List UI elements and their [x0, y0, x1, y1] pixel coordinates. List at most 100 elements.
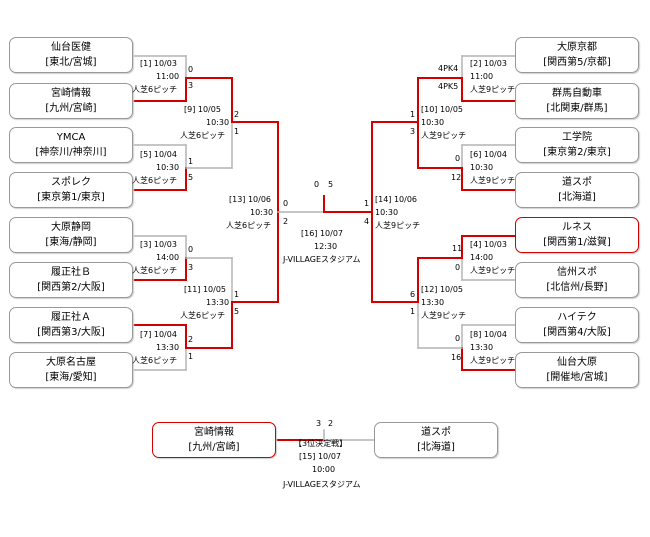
team-box[interactable]: 大原京都[関西第5/京都] [515, 37, 639, 73]
team-name: ルネス [562, 222, 592, 233]
score: 1 [410, 110, 416, 119]
score: 0 [455, 154, 461, 163]
match-venue: 人芝9ピッチ [470, 266, 516, 275]
match-time: 11:00 [470, 72, 494, 81]
match-label: [8] 10/04 [470, 330, 507, 339]
match-time: 10:30 [206, 118, 230, 127]
team-box[interactable]: 履正社Ａ[関西第3/大阪] [9, 307, 133, 343]
team-region: [九州/宮崎] [45, 103, 97, 114]
team-region: [東京第1/東京] [37, 192, 105, 203]
team-box[interactable]: 群馬自動車[北関東/群馬] [515, 83, 639, 119]
team-name: 道スポ [421, 427, 451, 438]
score: 3 [316, 419, 322, 428]
team-name: 仙台大原 [557, 357, 597, 368]
match-venue: 人芝9ピッチ [470, 85, 516, 94]
match-venue: 人芝6ピッチ [180, 311, 226, 320]
team-region: [関西第4/大阪] [543, 327, 611, 338]
score: 12 [451, 173, 462, 182]
score: 5 [188, 173, 194, 182]
match-venue: 人芝9ピッチ [375, 221, 421, 230]
team-box[interactable]: 大原名古屋 [東海/愛知] [9, 352, 133, 388]
match-venue: 人芝6ピッチ [132, 176, 178, 185]
team-box-third-place-winner[interactable]: 宮崎情報[九州/宮崎] [152, 422, 276, 458]
team-name: YMCA [56, 132, 86, 143]
team-box[interactable]: 仙台大原 [開催地/宮城] [515, 352, 639, 388]
team-region: [東海/愛知] [45, 372, 97, 383]
team-box[interactable]: 履正社Ｂ [関西第2/大阪] [9, 262, 133, 298]
team-name: スポレク [51, 177, 91, 188]
match-label: [2] 10/03 [470, 59, 507, 68]
team-region: [開催地/宮城] [546, 372, 608, 383]
match-time: 13:30 [421, 298, 445, 307]
team-box-champion[interactable]: ルネス [関西第1/滋賀] [515, 217, 639, 253]
match-venue: J-VILLAGEスタジアム [283, 480, 361, 489]
match-venue: 人芝9ピッチ [421, 311, 467, 320]
team-box[interactable]: 大原静岡[東海/静岡] [9, 217, 133, 253]
team-box[interactable]: 信州スポ[北信州/長野] [515, 262, 639, 298]
score: 1 [188, 352, 194, 361]
team-box[interactable]: 道スポ[北海道] [515, 172, 639, 208]
score: 1 [364, 199, 370, 208]
team-box[interactable]: ハイテク [関西第4/大阪] [515, 307, 639, 343]
match-time: 13:30 [206, 298, 230, 307]
team-box[interactable]: 宮崎情報 [九州/宮崎] [9, 83, 133, 119]
score: 0 [188, 65, 194, 74]
match-time: 13:30 [156, 343, 180, 352]
match-time: 14:00 [156, 253, 180, 262]
team-box[interactable]: 工学院[東京第2/東京] [515, 127, 639, 163]
match-venue: 人芝6ピッチ [132, 266, 178, 275]
match-venue: 人芝6ピッチ [132, 356, 178, 365]
team-region: [北海道] [417, 442, 455, 453]
score: 2 [283, 217, 289, 226]
match-label: [13] 10/06 [229, 195, 272, 204]
score: 5 [328, 180, 334, 189]
team-region: [関西第3/大阪] [37, 327, 105, 338]
match-label: [10] 10/05 [421, 105, 464, 114]
score: 0 [314, 180, 320, 189]
score: 6 [410, 290, 416, 299]
pk-score: 4PK5 [438, 82, 459, 91]
team-box[interactable]: YMCA[神奈川/神奈川] [9, 127, 133, 163]
match-time: 10:30 [250, 208, 274, 217]
score: 1 [234, 127, 240, 136]
score: 0 [283, 199, 289, 208]
match-label: [5] 10/04 [140, 150, 177, 159]
team-box[interactable]: 道スポ [北海道] [374, 422, 498, 458]
match-time: 11:00 [156, 72, 180, 81]
score: 4 [364, 217, 370, 226]
team-name: ハイテク [557, 312, 597, 323]
match-label: [4] 10/03 [470, 240, 507, 249]
score: 0 [455, 263, 461, 272]
match-label: [14] 10/06 [375, 195, 418, 204]
match-label: [12] 10/05 [421, 285, 464, 294]
match-label: [3] 10/03 [140, 240, 177, 249]
team-name: 仙台医健 [51, 42, 91, 53]
team-region: [東北/宮城] [45, 57, 97, 68]
match-time: 12:30 [314, 242, 338, 251]
team-region: [東京第2/東京] [543, 147, 611, 158]
team-region: [北関東/群馬] [546, 103, 608, 114]
match-venue: 人芝6ピッチ [226, 221, 272, 230]
match-time: 10:30 [421, 118, 445, 127]
team-name: 宮崎情報 [51, 88, 91, 99]
team-name: 履正社Ｂ [51, 267, 91, 278]
match-time: 10:30 [470, 163, 494, 172]
score: 16 [451, 353, 462, 362]
match-venue: 人芝6ピッチ [132, 85, 178, 94]
match-heading: 【3位決定戦】 [294, 439, 348, 448]
team-name: 信州スポ [557, 267, 597, 278]
score: 0 [455, 334, 461, 343]
score: 3 [188, 263, 194, 272]
team-box[interactable]: 仙台医健 [東北/宮城] [9, 37, 133, 73]
team-region: [関西第2/大阪] [37, 282, 105, 293]
score: 2 [234, 110, 240, 119]
team-name: 大原名古屋 [46, 357, 96, 368]
score: 1 [188, 157, 194, 166]
match-label: [11] 10/05 [184, 285, 227, 294]
match-label: [7] 10/04 [140, 330, 177, 339]
team-region: [北海道] [558, 192, 596, 203]
team-box[interactable]: スポレク [東京第1/東京] [9, 172, 133, 208]
team-region: [関西第1/滋賀] [543, 237, 611, 248]
